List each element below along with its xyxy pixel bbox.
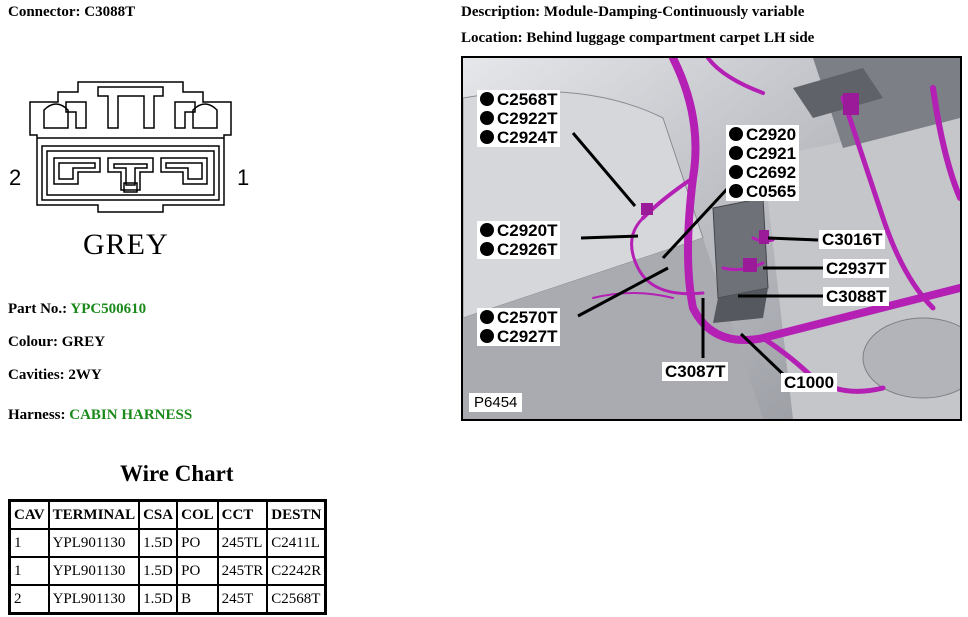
bullet-dot-icon	[729, 165, 743, 179]
cell-cct: 245T	[216, 584, 269, 615]
pin-number-right: 1	[237, 165, 250, 190]
location-label: Location:	[461, 30, 523, 46]
cell-terminal: YPL901130	[47, 584, 141, 615]
cell-csa: 1.5D	[138, 528, 179, 558]
callout-item: C2927T	[480, 327, 557, 346]
colour-line: Colour: GREY	[8, 334, 105, 351]
cell-cav: 1	[8, 528, 50, 558]
part-number-link[interactable]: YPC500610	[70, 301, 147, 317]
callout-c3016t: C3016T	[819, 230, 886, 249]
connector-value: C3088T	[84, 4, 136, 20]
callout-c3087t: C3087T	[662, 362, 729, 381]
pin-number-left: 2	[9, 165, 22, 190]
callout-c2937t: C2937T	[823, 259, 890, 278]
cell-cct: 245TR	[216, 556, 269, 586]
callout-group-1: C2568T C2922T C2924T	[477, 90, 561, 147]
cell-cav: 2	[8, 584, 50, 615]
colour-value: GREY	[61, 334, 106, 350]
cell-col: B	[176, 584, 219, 615]
callout-item: C2920	[729, 125, 796, 144]
header-terminal: TERMINAL	[47, 499, 141, 530]
bullet-dot-icon	[480, 242, 494, 256]
callout-group-4: C2570T C2927T	[477, 308, 561, 346]
photo-reference-code: P6454	[469, 393, 523, 412]
header-col: COL	[176, 499, 219, 530]
callout-c1000: C1000	[781, 373, 838, 392]
bullet-dot-icon	[729, 184, 743, 198]
header-cct: CCT	[216, 499, 269, 530]
bullet-dot-icon	[480, 310, 494, 324]
cell-cav: 1	[8, 556, 50, 586]
bullet-dot-icon	[729, 146, 743, 160]
connector-heading: Connector: C3088T	[8, 4, 135, 21]
callout-item: C2920T	[480, 221, 557, 240]
colour-label: Colour:	[8, 334, 58, 350]
description-value: Module-Damping-Continuously variable	[543, 4, 805, 20]
cell-terminal: YPL901130	[47, 528, 141, 558]
wire-chart-header-row: CAV TERMINAL CSA COL CCT DESTN	[8, 499, 327, 530]
cell-terminal: YPL901130	[47, 556, 141, 586]
callout-item: C2924T	[480, 128, 557, 147]
wire-chart-title: Wire Chart	[120, 461, 234, 486]
location-photo: C2568T C2922T C2924T C2920 C2921 C2692 C…	[461, 56, 962, 421]
table-row: 2 YPL901130 1.5D B 245T C2568T	[8, 584, 327, 615]
callout-item: C2922T	[480, 109, 557, 128]
header-csa: CSA	[138, 499, 179, 530]
header-destn: DESTN	[266, 499, 327, 530]
cavities-line: Cavities: 2WY	[8, 367, 102, 384]
bullet-dot-icon	[480, 130, 494, 144]
callout-group-3: C2920T C2926T	[477, 221, 561, 259]
harness-link[interactable]: CABIN HARNESS	[69, 407, 193, 423]
cell-csa: 1.5D	[138, 556, 179, 586]
bullet-dot-icon	[729, 127, 743, 141]
location-heading: Location: Behind luggage compartment car…	[461, 30, 814, 47]
description-heading: Description: Module-Damping-Continuously…	[461, 4, 804, 21]
cell-cct: 245TL	[216, 528, 269, 558]
harness-line: Harness: CABIN HARNESS	[8, 407, 192, 424]
callout-item: C0565	[729, 182, 796, 201]
cavities-value: 2WY	[68, 367, 102, 383]
connector-face-drawing	[29, 81, 232, 213]
callout-item: C2692	[729, 163, 796, 182]
bullet-dot-icon	[480, 92, 494, 106]
callout-item: C2921	[729, 144, 796, 163]
location-value: Behind luggage compartment carpet LH sid…	[526, 30, 815, 46]
part-number-label: Part No.:	[8, 301, 68, 317]
part-number-line: Part No.: YPC500610	[8, 301, 146, 318]
bullet-dot-icon	[480, 111, 494, 125]
connector-colour-text: GREY	[83, 228, 169, 261]
cavities-label: Cavities:	[8, 367, 65, 383]
cell-csa: 1.5D	[138, 584, 179, 615]
cell-destn: C2411L	[266, 528, 327, 558]
cell-col: PO	[176, 556, 219, 586]
cell-destn: C2242R	[266, 556, 327, 586]
connector-label: Connector:	[8, 4, 81, 20]
bullet-dot-icon	[480, 329, 494, 343]
harness-label: Harness:	[8, 407, 66, 423]
description-label: Description:	[461, 4, 541, 20]
table-row: 1 YPL901130 1.5D PO 245TR C2242R	[8, 556, 327, 586]
header-cav: CAV	[8, 499, 50, 530]
callout-group-2: C2920 C2921 C2692 C0565	[726, 125, 800, 201]
cell-destn: C2568T	[266, 584, 327, 615]
cell-col: PO	[176, 528, 219, 558]
wire-chart-table: CAV TERMINAL CSA COL CCT DESTN 1 YPL9011…	[8, 499, 328, 615]
callout-item: C2926T	[480, 240, 557, 259]
callout-item: C2568T	[480, 90, 557, 109]
bullet-dot-icon	[480, 223, 494, 237]
callout-c3088t: C3088T	[823, 287, 890, 306]
callout-item: C2570T	[480, 308, 557, 327]
table-row: 1 YPL901130 1.5D PO 245TL C2411L	[8, 528, 327, 558]
